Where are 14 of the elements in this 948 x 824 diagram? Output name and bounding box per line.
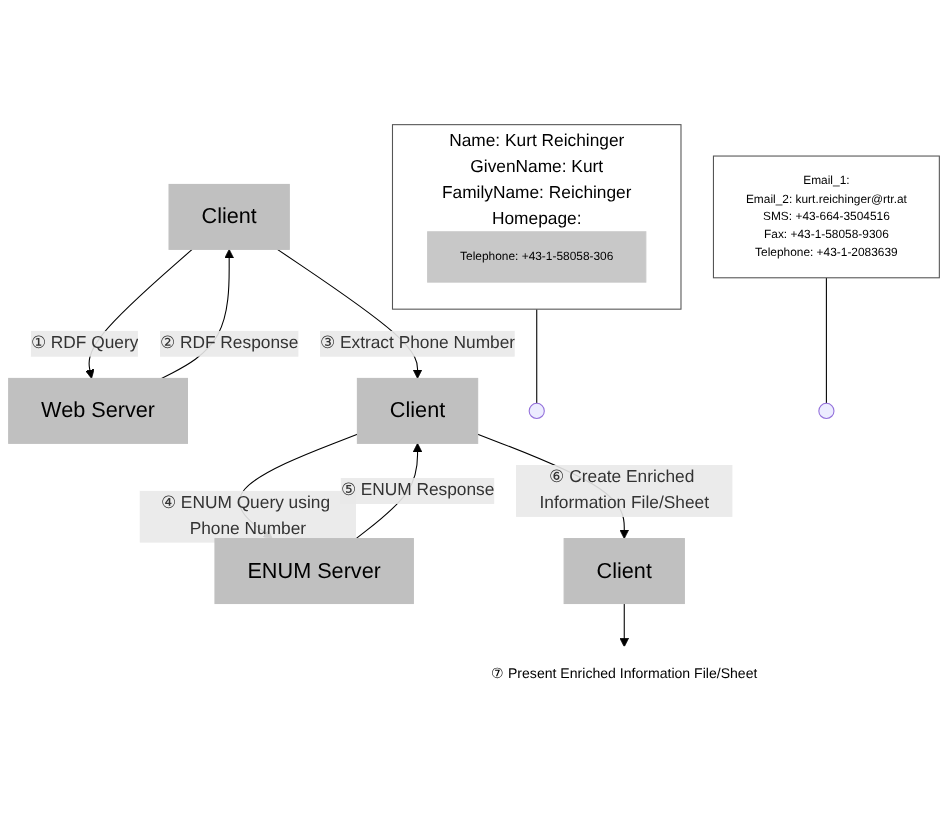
edge-label: ⑥ Create Enriched Information File/Sheet [539,467,709,513]
node-box: Web Server [8,377,188,444]
node-box: ENUM Server [214,537,414,604]
connector [536,308,538,404]
connector [825,276,827,404]
edge-label: ② RDF Response [160,333,299,352]
node-box: Client [356,377,479,444]
node-box: Client [563,537,685,604]
arrow [619,602,629,647]
node-box: Client [168,183,290,250]
edge-label: ④ ENUM Query using Phone Number [160,493,331,538]
edge-label: ⑤ ENUM Response [340,480,495,500]
edge-label: ① RDF Query [30,333,139,352]
edge-label: ③ Extract Phone Number [319,333,516,352]
